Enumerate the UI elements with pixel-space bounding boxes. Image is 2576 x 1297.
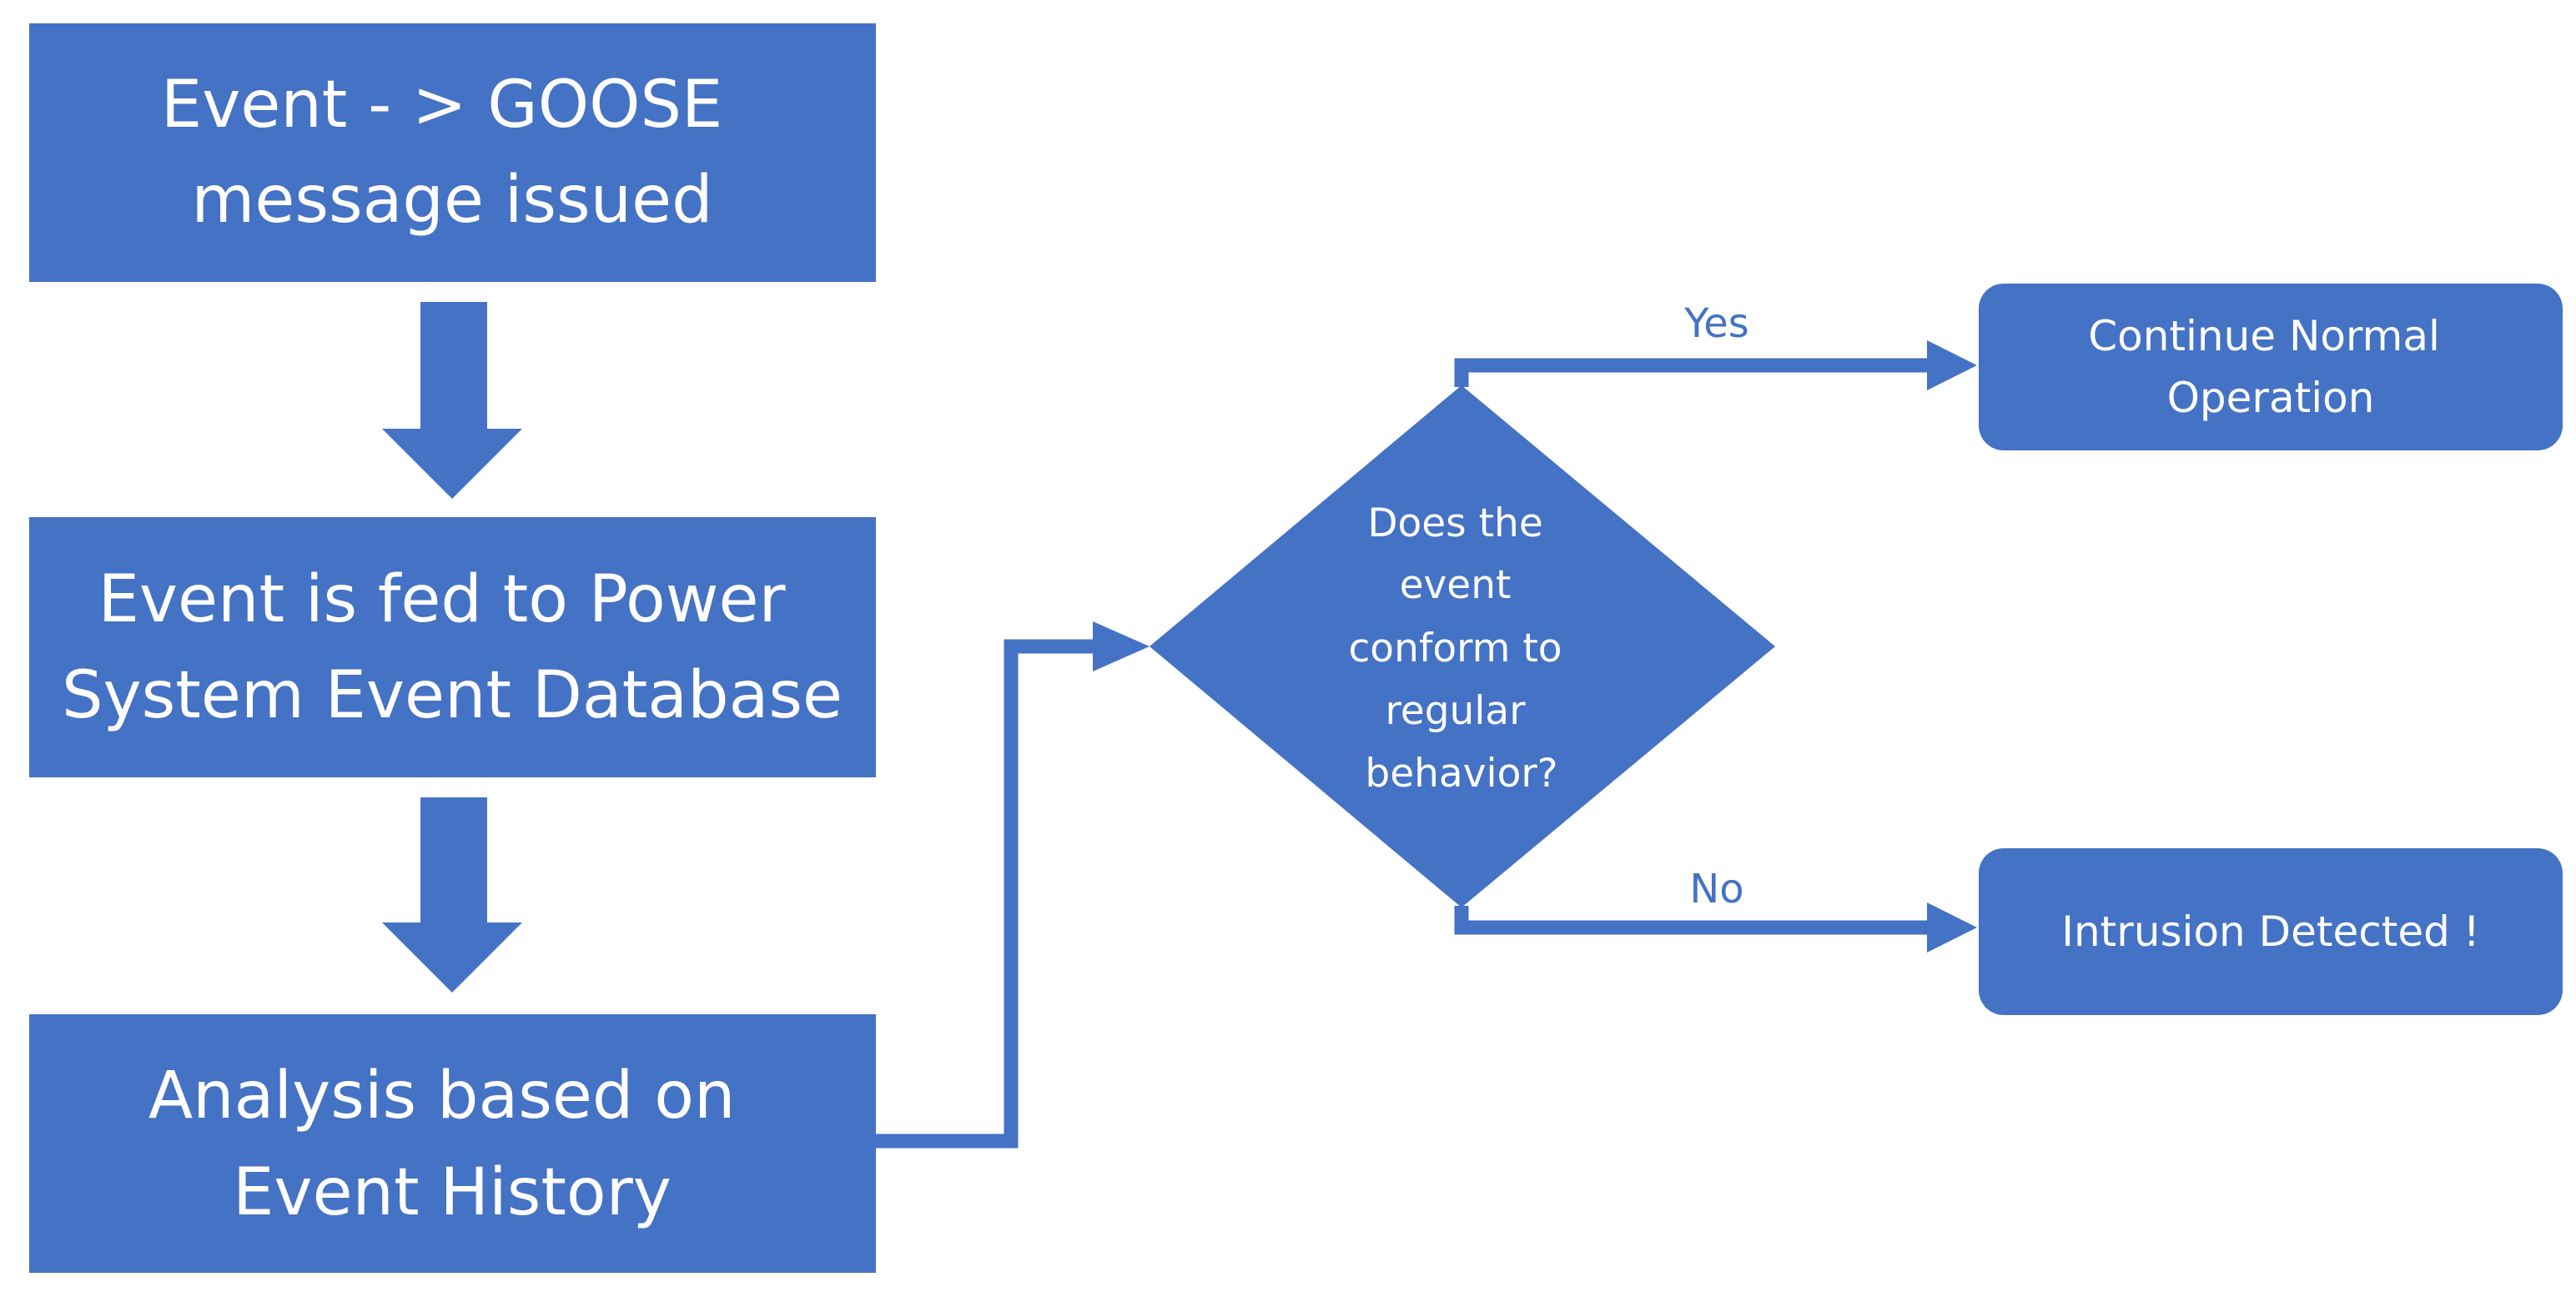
step-analysis-line-1: Analysis based on: [148, 1058, 736, 1134]
yes-branch-connector: [1454, 358, 1935, 387]
outcome-continue-normal: Continue Normal Operation: [1979, 284, 2563, 450]
analysis-to-decision-connector: [876, 639, 1101, 1149]
step-event-database: Event is fed to Power System Event Datab…: [29, 517, 876, 777]
step-goose-message-label: Event - > GOOSE message issued: [161, 68, 743, 238]
step-analysis-line-2: Event History: [233, 1155, 672, 1230]
no-branch-connector: [1454, 906, 1935, 935]
decision-line-1: Does the: [1367, 500, 1542, 546]
outcome-intrusion-detected: Intrusion Detected !: [1979, 848, 2563, 1015]
decision-line-3: conform to: [1348, 626, 1562, 671]
analysis-to-decision-arrowhead: [1093, 621, 1150, 671]
outcome-continue-normal-line-1: Continue Normal: [2088, 312, 2440, 360]
decision-line-5: behavior?: [1365, 751, 1557, 797]
step-analysis: Analysis based on Event History: [29, 1014, 876, 1273]
step-analysis-box: [29, 1014, 876, 1273]
step-goose-message-box: [29, 23, 876, 282]
step-analysis-label: Analysis based on Event History: [148, 1058, 756, 1230]
down-arrow-2: [382, 797, 522, 993]
yes-branch-arrowhead: [1927, 340, 1977, 390]
decision-line-4: regular: [1386, 688, 1527, 734]
decision-conformance: Does the event conform to regular behavi…: [1150, 385, 1775, 907]
yes-label: Yes: [1683, 300, 1748, 347]
step-event-database-box: [29, 517, 876, 777]
step-goose-message-line-2: message issued: [191, 163, 712, 238]
outcome-continue-normal-label: Continue Normal Operation: [2088, 312, 2453, 422]
decision-label: Does the event conform to regular behavi…: [1348, 500, 1574, 797]
step-event-database-line-1: Event is fed to Power: [98, 562, 787, 637]
step-goose-message: Event - > GOOSE message issued: [29, 23, 876, 282]
no-branch-arrowhead: [1927, 902, 1977, 953]
decision-diamond: [1150, 385, 1775, 907]
outcome-continue-normal-line-2: Operation: [2167, 374, 2375, 422]
outcome-intrusion-detected-label: Intrusion Detected !: [2061, 907, 2480, 956]
outcome-continue-normal-box: [1979, 284, 2563, 450]
decision-line-2: event: [1400, 562, 1512, 608]
step-event-database-line-2: System Event Database: [62, 658, 843, 733]
step-event-database-label: Event is fed to Power System Event Datab…: [62, 562, 843, 733]
step-goose-message-line-1: Event - > GOOSE: [161, 68, 722, 143]
no-label: No: [1689, 866, 1743, 912]
down-arrow-1: [382, 302, 522, 499]
outcome-intrusion-detected-box: [1979, 848, 2563, 1015]
